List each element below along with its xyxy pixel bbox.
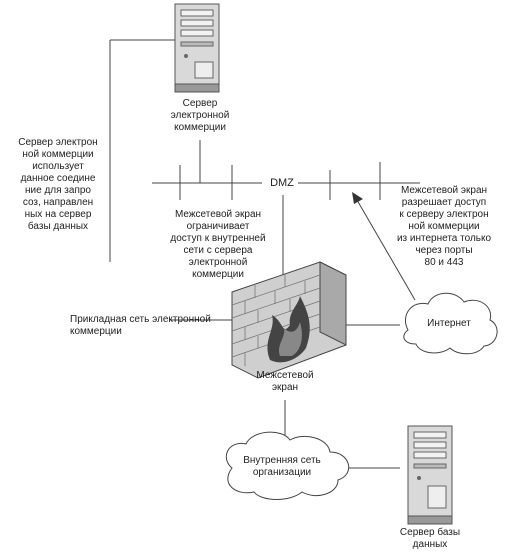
- firewall-allows-annotation: Межсетевой экран разрешает доступ к серв…: [396, 185, 492, 268]
- allow-arrow-head: [352, 192, 363, 204]
- firewall-limits-annotation: Межсетевой экран ограничивает доступ к в…: [170, 209, 266, 280]
- application-network-annotation: Прикладная сеть электронной коммерции: [70, 314, 211, 337]
- internet-cloud-icon: [403, 292, 498, 355]
- db-server-icon: [407, 425, 453, 525]
- internal-network-label: Внутренняя сеть организации: [243, 455, 321, 478]
- dmz-label: DMZ: [270, 177, 294, 189]
- ecommerce-db-annotation: Сервер электрон ной коммерции использует…: [18, 137, 98, 232]
- internal-network-cloud-icon: [225, 431, 350, 500]
- allow-arrow-line: [356, 199, 416, 301]
- db-server-label: Сервер базы данных: [399, 527, 461, 550]
- ecommerce-server-icon: [174, 3, 220, 93]
- firewall-label: Межсетевой экран: [256, 370, 314, 393]
- firewall-icon: [231, 261, 347, 379]
- internet-label: Интернет: [427, 318, 471, 329]
- connection-lines: [109, 39, 420, 469]
- ecommerce-server-label: Сервер электронной коммерции: [170, 98, 230, 133]
